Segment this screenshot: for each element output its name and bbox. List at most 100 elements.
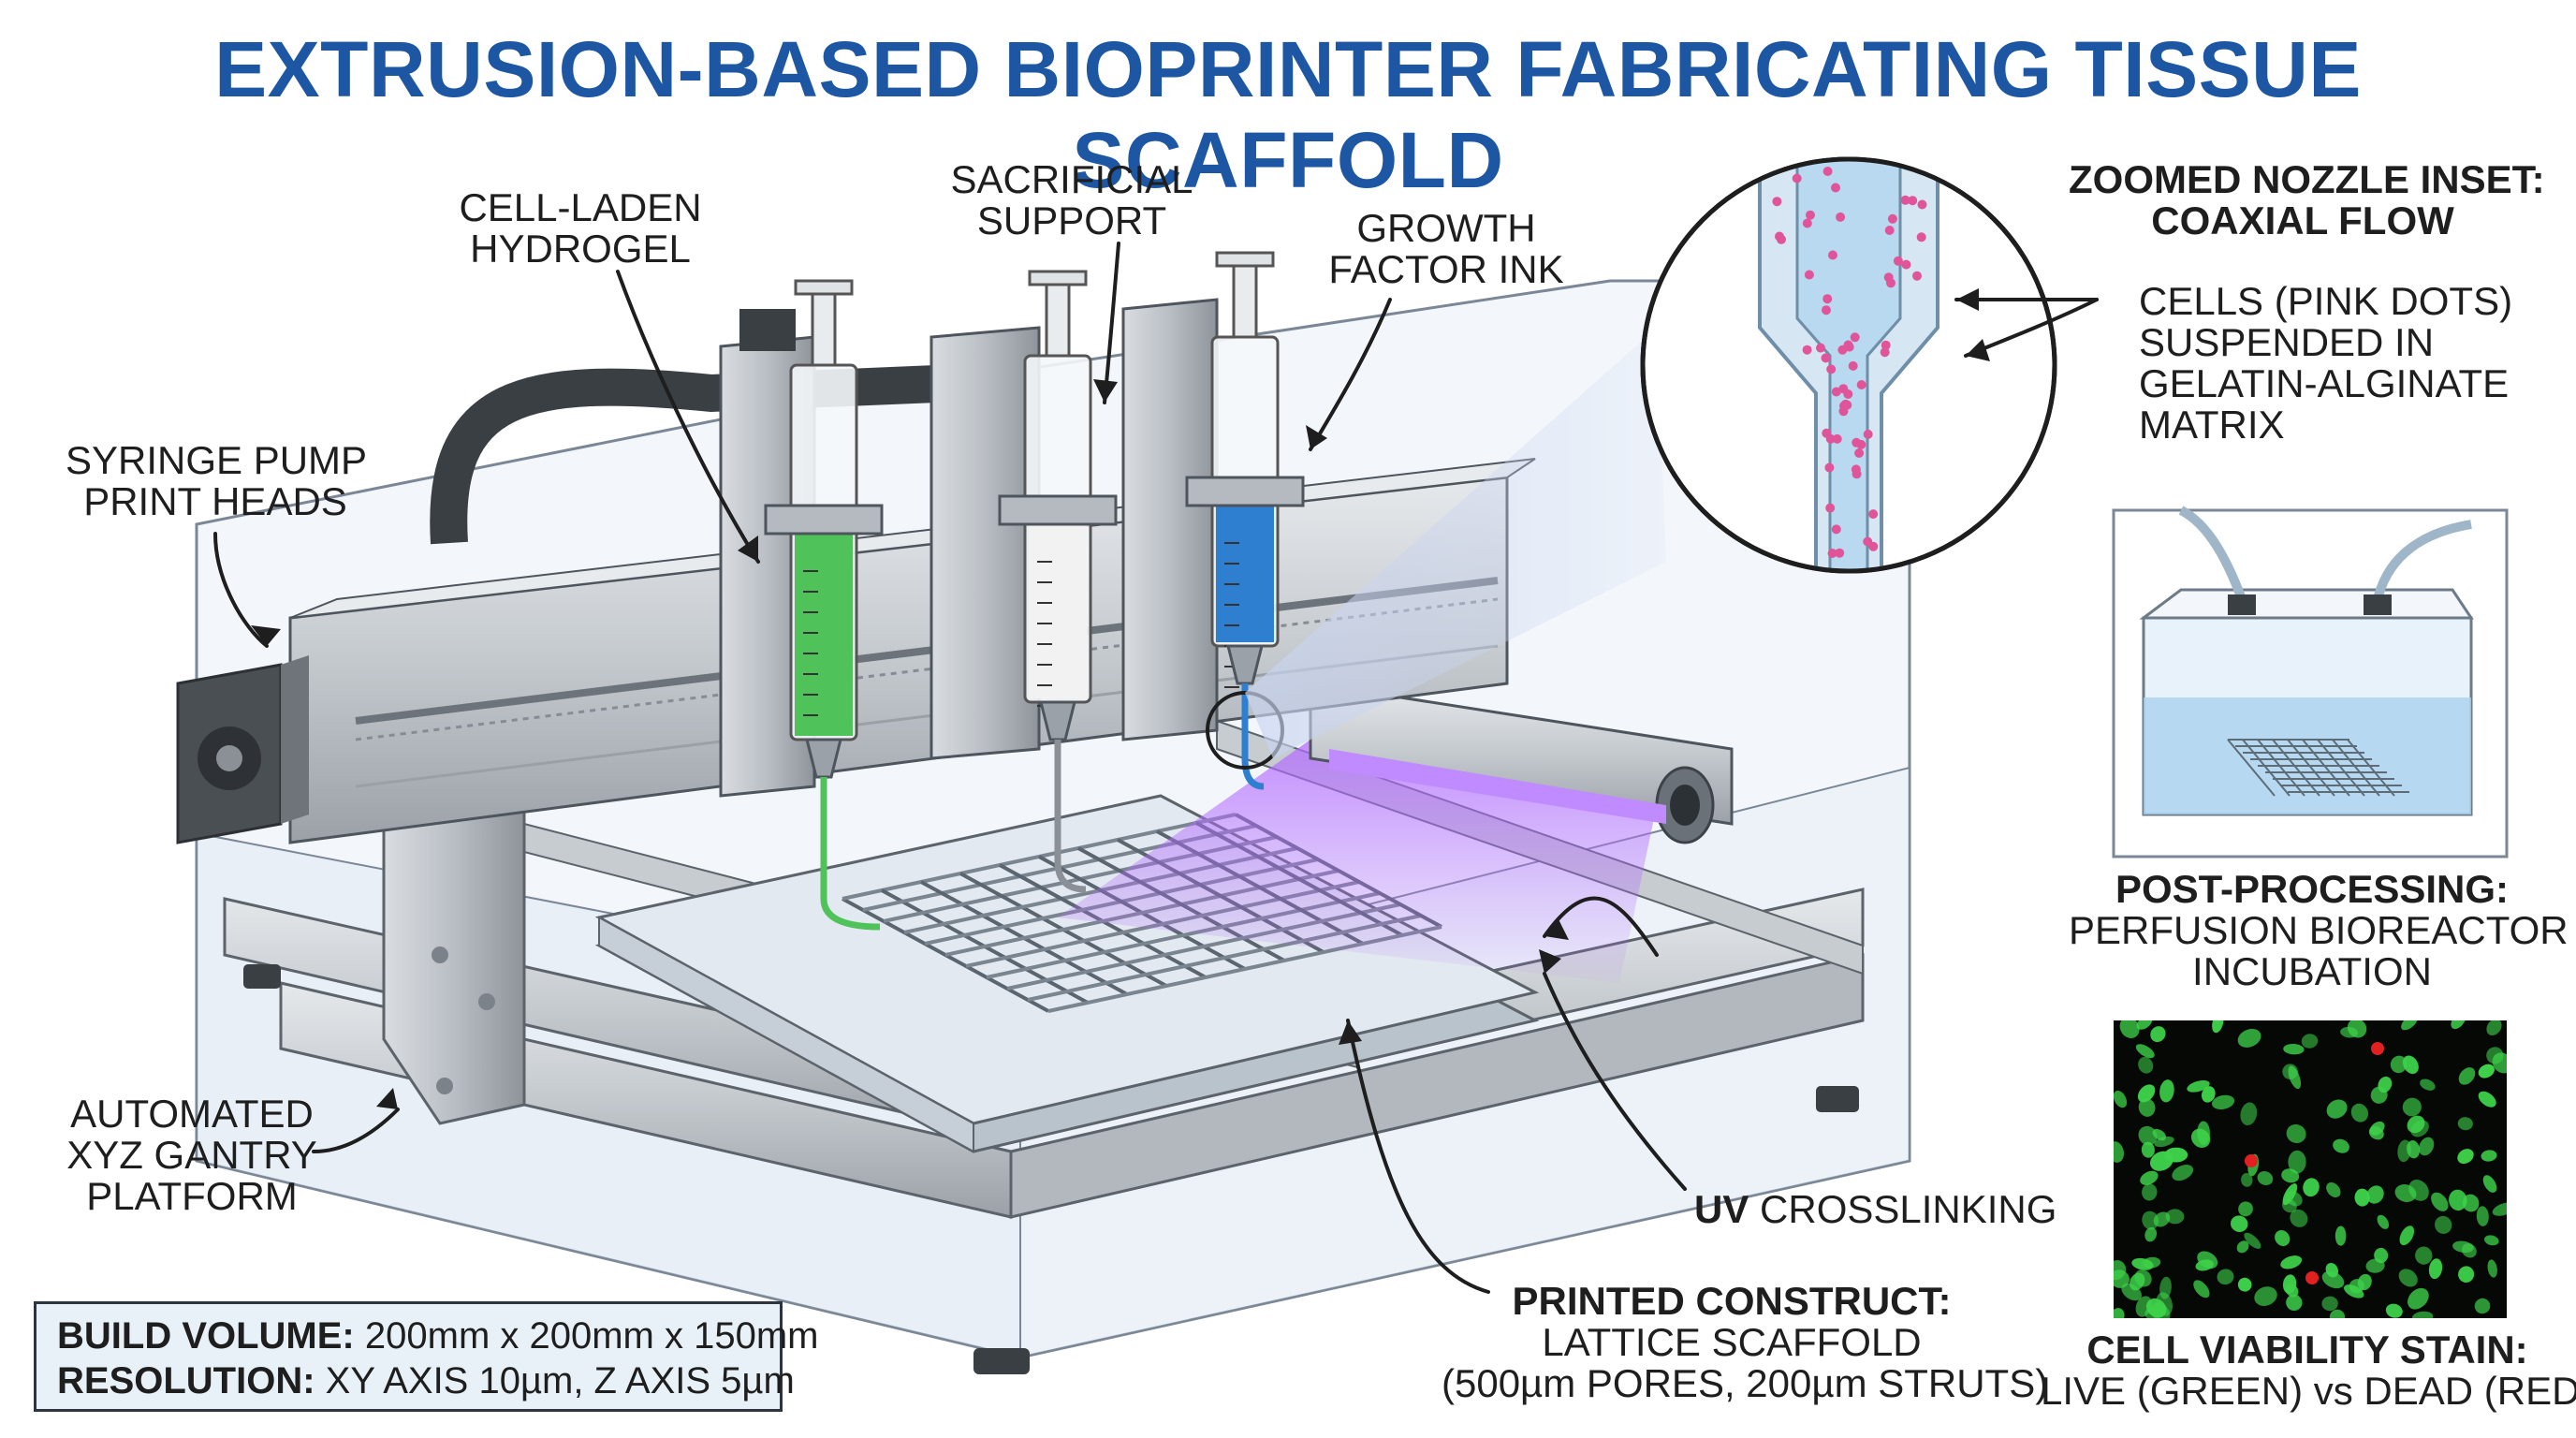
live-cell	[2457, 1117, 2473, 1131]
pink-cell-dot	[1824, 462, 1835, 473]
live-cell	[2136, 1020, 2153, 1030]
live-cell	[2474, 1298, 2491, 1314]
pink-cell-dot	[1880, 347, 1890, 358]
perfusion-bioreactor	[2112, 506, 2509, 858]
live-cell	[2402, 1055, 2419, 1075]
live-cell	[2119, 1020, 2140, 1038]
pink-cell-dot	[1831, 183, 1840, 193]
pink-cell-dot	[1772, 197, 1782, 207]
pink-cell-dot	[1804, 270, 1814, 280]
live-cell	[2492, 1202, 2507, 1216]
live-cell	[2398, 1269, 2418, 1287]
label-zoomed-nozzle-inset: ZOOMED NOZZLE INSET: COAXIAL FLOW	[2069, 157, 2545, 242]
pink-cell-dot	[1908, 196, 1918, 206]
live-cell	[2138, 1125, 2158, 1146]
live-cell	[2197, 1251, 2218, 1269]
pink-cell-dot	[1822, 294, 1833, 304]
live-cell	[2408, 1287, 2429, 1310]
label-growth-factor-ink: GROWTH FACTOR INK	[1328, 206, 1564, 291]
live-cell	[2478, 1091, 2496, 1108]
label-sacrificial-support: SACRIFICIAL SUPPORT	[950, 157, 1193, 242]
live-cell	[2415, 1246, 2433, 1265]
live-cell	[2478, 1064, 2495, 1078]
live-cell	[2394, 1183, 2417, 1203]
live-cell	[2197, 1121, 2211, 1145]
pink-cell-dot	[1863, 536, 1873, 547]
label-printed-construct: PRINTED CONSTRUCT: LATTICE SCAFFOLD (500…	[1442, 1279, 2049, 1405]
live-cell	[2303, 1178, 2320, 1197]
pink-cell-dot	[1838, 384, 1849, 394]
syringe-1	[764, 279, 884, 931]
pink-cell-dot	[1893, 256, 1903, 266]
bioreactor-scaffold	[2227, 739, 2409, 797]
pink-cell-dot	[1792, 173, 1802, 183]
live-cell	[2449, 1189, 2467, 1211]
live-cell	[2476, 1206, 2489, 1226]
live-cell	[2326, 1181, 2341, 1198]
live-cell	[2280, 1255, 2303, 1269]
live-cell	[2275, 1230, 2291, 1246]
label-cell-viability-stain: CELL VIABILITY STAIN: LIVE (GREEN) vs DE…	[2041, 1328, 2576, 1413]
label-uv-crosslinking: UV CROSSLINKING	[1694, 1187, 2057, 1231]
pointer-arrows	[213, 242, 2099, 1294]
live-cell	[2240, 1102, 2258, 1126]
dead-cell	[2305, 1271, 2319, 1284]
label-post-processing: POST-PROCESSING: PERFUSION BIOREACTOR IN…	[2069, 867, 2569, 993]
spec-build-volume: BUILD VOLUME: 200mm x 200mm x 150mm	[57, 1315, 819, 1357]
live-cell	[2138, 1098, 2156, 1117]
live-cell	[2402, 1097, 2422, 1117]
live-cell	[2385, 1303, 2403, 1318]
live-cell	[2141, 1141, 2155, 1158]
pink-cell-dot	[1848, 360, 1858, 371]
live-cell	[2326, 1099, 2348, 1119]
label-syringe-pump-print-heads: SYRINGE PUMP PRINT HEADS	[66, 438, 368, 523]
page-title: EXTRUSION-BASED BIOPRINTER FABRICATING T…	[214, 25, 2362, 204]
live-cell	[2419, 1137, 2435, 1156]
pink-cell-dot	[1842, 400, 1852, 410]
pink-cell-dot	[1831, 387, 1841, 397]
live-cell	[2399, 1225, 2415, 1246]
live-cell	[2193, 1280, 2210, 1299]
pink-cell-dot	[1881, 340, 1891, 350]
spec-box: BUILD VOLUME: 200mm x 200mm x 150mm RESO…	[34, 1301, 819, 1412]
pink-cell-dot	[1900, 195, 1910, 205]
live-cell	[2137, 1084, 2156, 1103]
live-cell	[2350, 1103, 2369, 1123]
live-cell	[2481, 1150, 2497, 1162]
live-cell	[2254, 1286, 2277, 1306]
live-cell	[2407, 1115, 2425, 1134]
live-cell	[2236, 1240, 2249, 1254]
pink-cell-dot	[1916, 232, 1926, 242]
live-cell	[2241, 1173, 2253, 1187]
pink-cell-dot	[1822, 167, 1833, 176]
cable-chain	[430, 365, 937, 545]
pink-cell-dots	[1772, 167, 1927, 558]
dead-cell	[2245, 1154, 2258, 1167]
live-cell	[2143, 1256, 2161, 1269]
live-cell	[2238, 1201, 2253, 1217]
live-cell	[2451, 1020, 2466, 1030]
syringe-3	[1185, 251, 1305, 790]
pink-cell-dot	[1828, 250, 1837, 260]
live-cell	[2144, 1226, 2158, 1242]
dead-cell	[2371, 1042, 2384, 1055]
live-cell	[2212, 1020, 2224, 1034]
live-cell	[2411, 1311, 2434, 1318]
live-cell	[2374, 1247, 2389, 1264]
pink-cell-dot	[1851, 464, 1861, 475]
live-cell	[2257, 1170, 2274, 1186]
pink-cell-dot	[1917, 199, 1927, 210]
live-cell	[2325, 1262, 2339, 1278]
live-cell	[2159, 1079, 2174, 1103]
pink-cell-dot	[1827, 549, 1837, 558]
live-cell	[2283, 1043, 2305, 1055]
live-cell	[2288, 1065, 2302, 1090]
live-cell	[2428, 1258, 2443, 1280]
live-cell	[2140, 1170, 2159, 1185]
pink-cell-dot	[1836, 212, 1846, 222]
spec-resolution: RESOLUTION: XY AXIS 10µm, Z AXIS 5µm	[57, 1360, 795, 1401]
pink-cell-dot	[1901, 259, 1911, 270]
pink-cell-dot	[1806, 210, 1815, 220]
zoomed-nozzle-inset	[1640, 156, 2057, 574]
live-cell	[2321, 1296, 2338, 1312]
